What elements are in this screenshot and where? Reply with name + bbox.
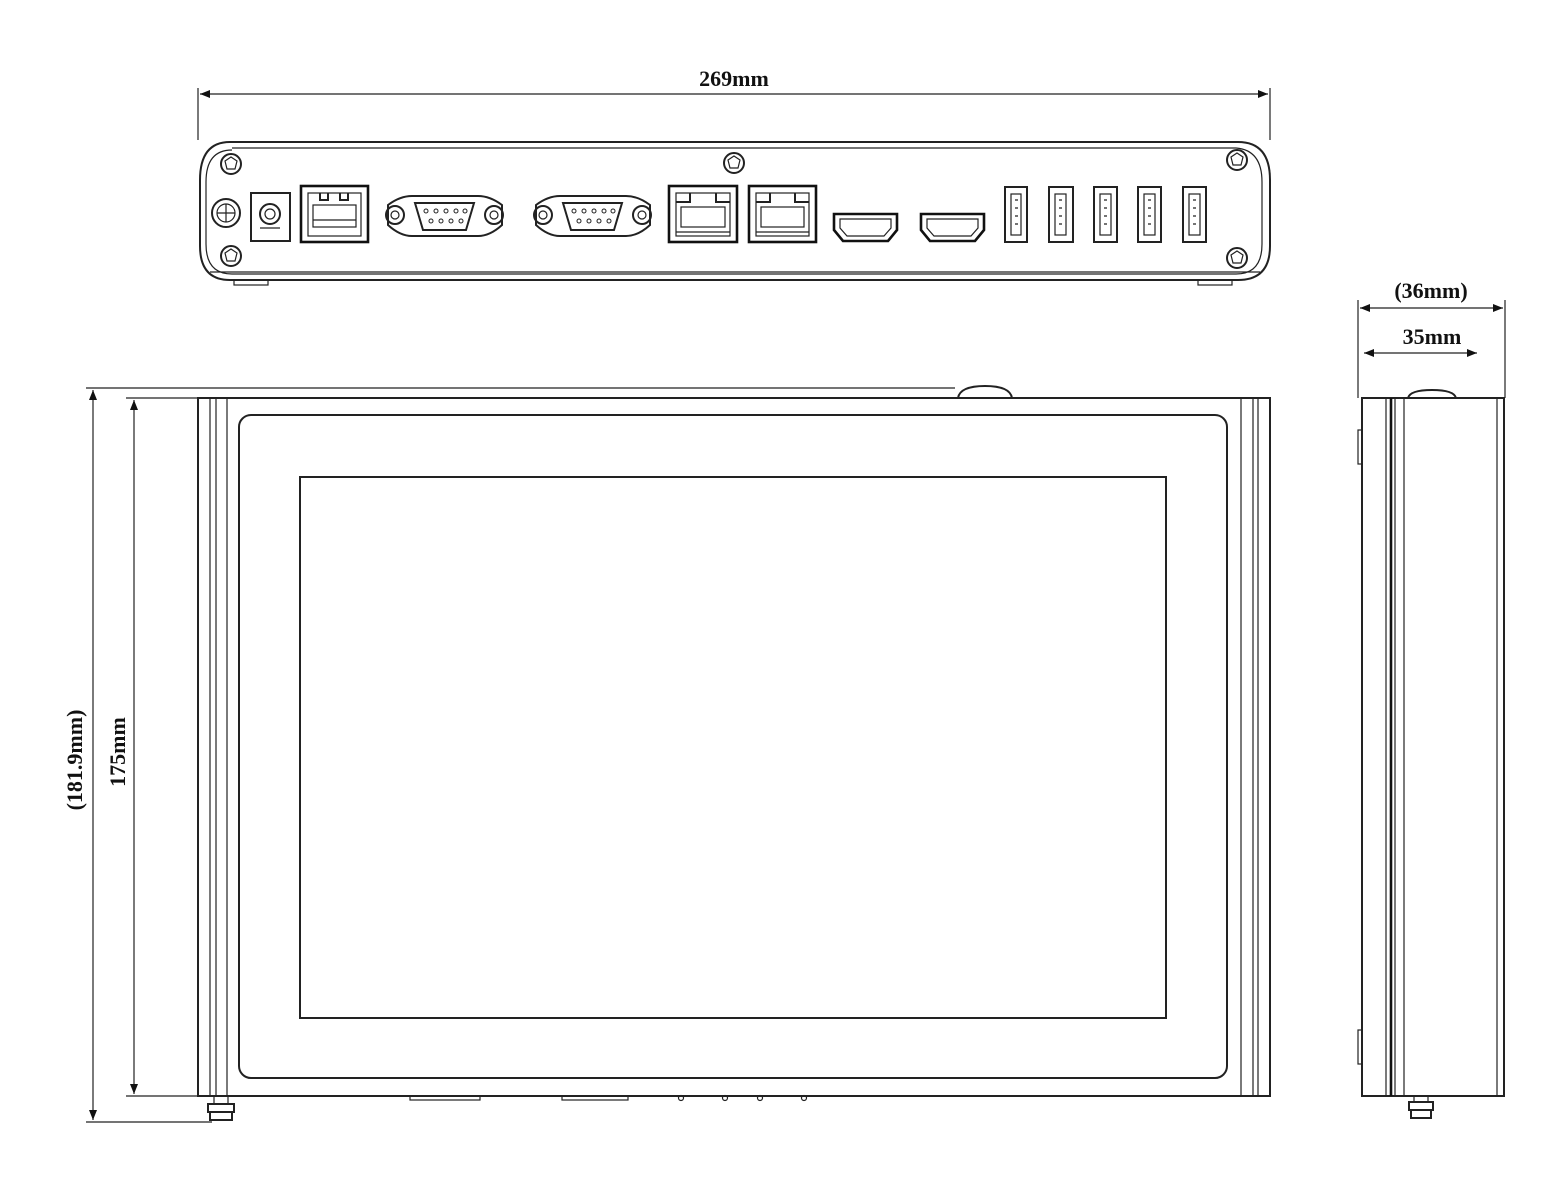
ground-bolt-icon — [1408, 1095, 1434, 1119]
screw-icon — [1226, 247, 1248, 269]
screw-icon — [1226, 149, 1248, 171]
rj45-port-icon — [299, 184, 370, 244]
depth-inner-label: 35mm — [1403, 324, 1462, 349]
power-jack-icon — [250, 192, 291, 242]
ground-terminal-icon — [211, 198, 241, 228]
ground-bolt-icon — [207, 1095, 235, 1121]
usb-port-icon — [1048, 186, 1074, 243]
depth-outer-label: (36mm) — [1394, 278, 1467, 303]
usb-port-icon — [1137, 186, 1162, 243]
width-dimension: 269mm — [197, 66, 1271, 140]
front-view — [197, 384, 1271, 1121]
rear-panel-view — [199, 141, 1271, 286]
screw-icon — [220, 245, 242, 267]
screw-icon — [723, 152, 745, 174]
height-dimension: (181.9mm) 175mm — [62, 387, 955, 1123]
hdmi-port-icon — [832, 212, 899, 243]
rj45-port-icon — [747, 184, 818, 244]
height-inner-label: 175mm — [105, 717, 130, 787]
hdmi-port-icon — [919, 212, 986, 243]
db9-serial-port-icon — [385, 195, 504, 237]
side-view: (36mm) 35mm — [1357, 278, 1506, 1119]
usb-port-icon — [1182, 186, 1207, 243]
display-screen — [299, 476, 1167, 1019]
usb-port-icon — [1004, 186, 1028, 243]
screw-icon — [220, 153, 242, 175]
db9-serial-port-icon — [533, 195, 652, 237]
rj45-port-icon — [667, 184, 739, 244]
usb-port-icon — [1093, 186, 1118, 243]
height-outer-label: (181.9mm) — [62, 710, 87, 811]
width-label: 269mm — [699, 66, 769, 91]
